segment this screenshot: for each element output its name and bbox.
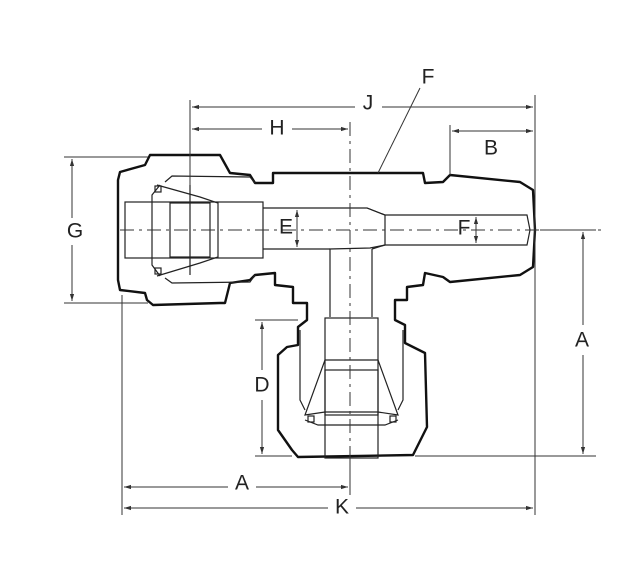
- label-e: E: [279, 216, 293, 239]
- label-f-top: F: [422, 66, 435, 89]
- label-f-inner: F: [458, 217, 471, 240]
- label-a-bottom: A: [235, 472, 249, 495]
- bottom-nut-detail: [299, 317, 404, 459]
- bore-detail: [263, 207, 531, 317]
- label-g: G: [67, 220, 83, 243]
- label-j: J: [363, 92, 374, 115]
- label-h: H: [269, 117, 284, 140]
- label-d: D: [254, 374, 269, 397]
- label-k: K: [335, 496, 349, 519]
- extension-lines: [64, 95, 596, 515]
- label-b: B: [484, 137, 498, 160]
- dimension-lines: [69, 87, 586, 511]
- label-a-right: A: [575, 329, 589, 352]
